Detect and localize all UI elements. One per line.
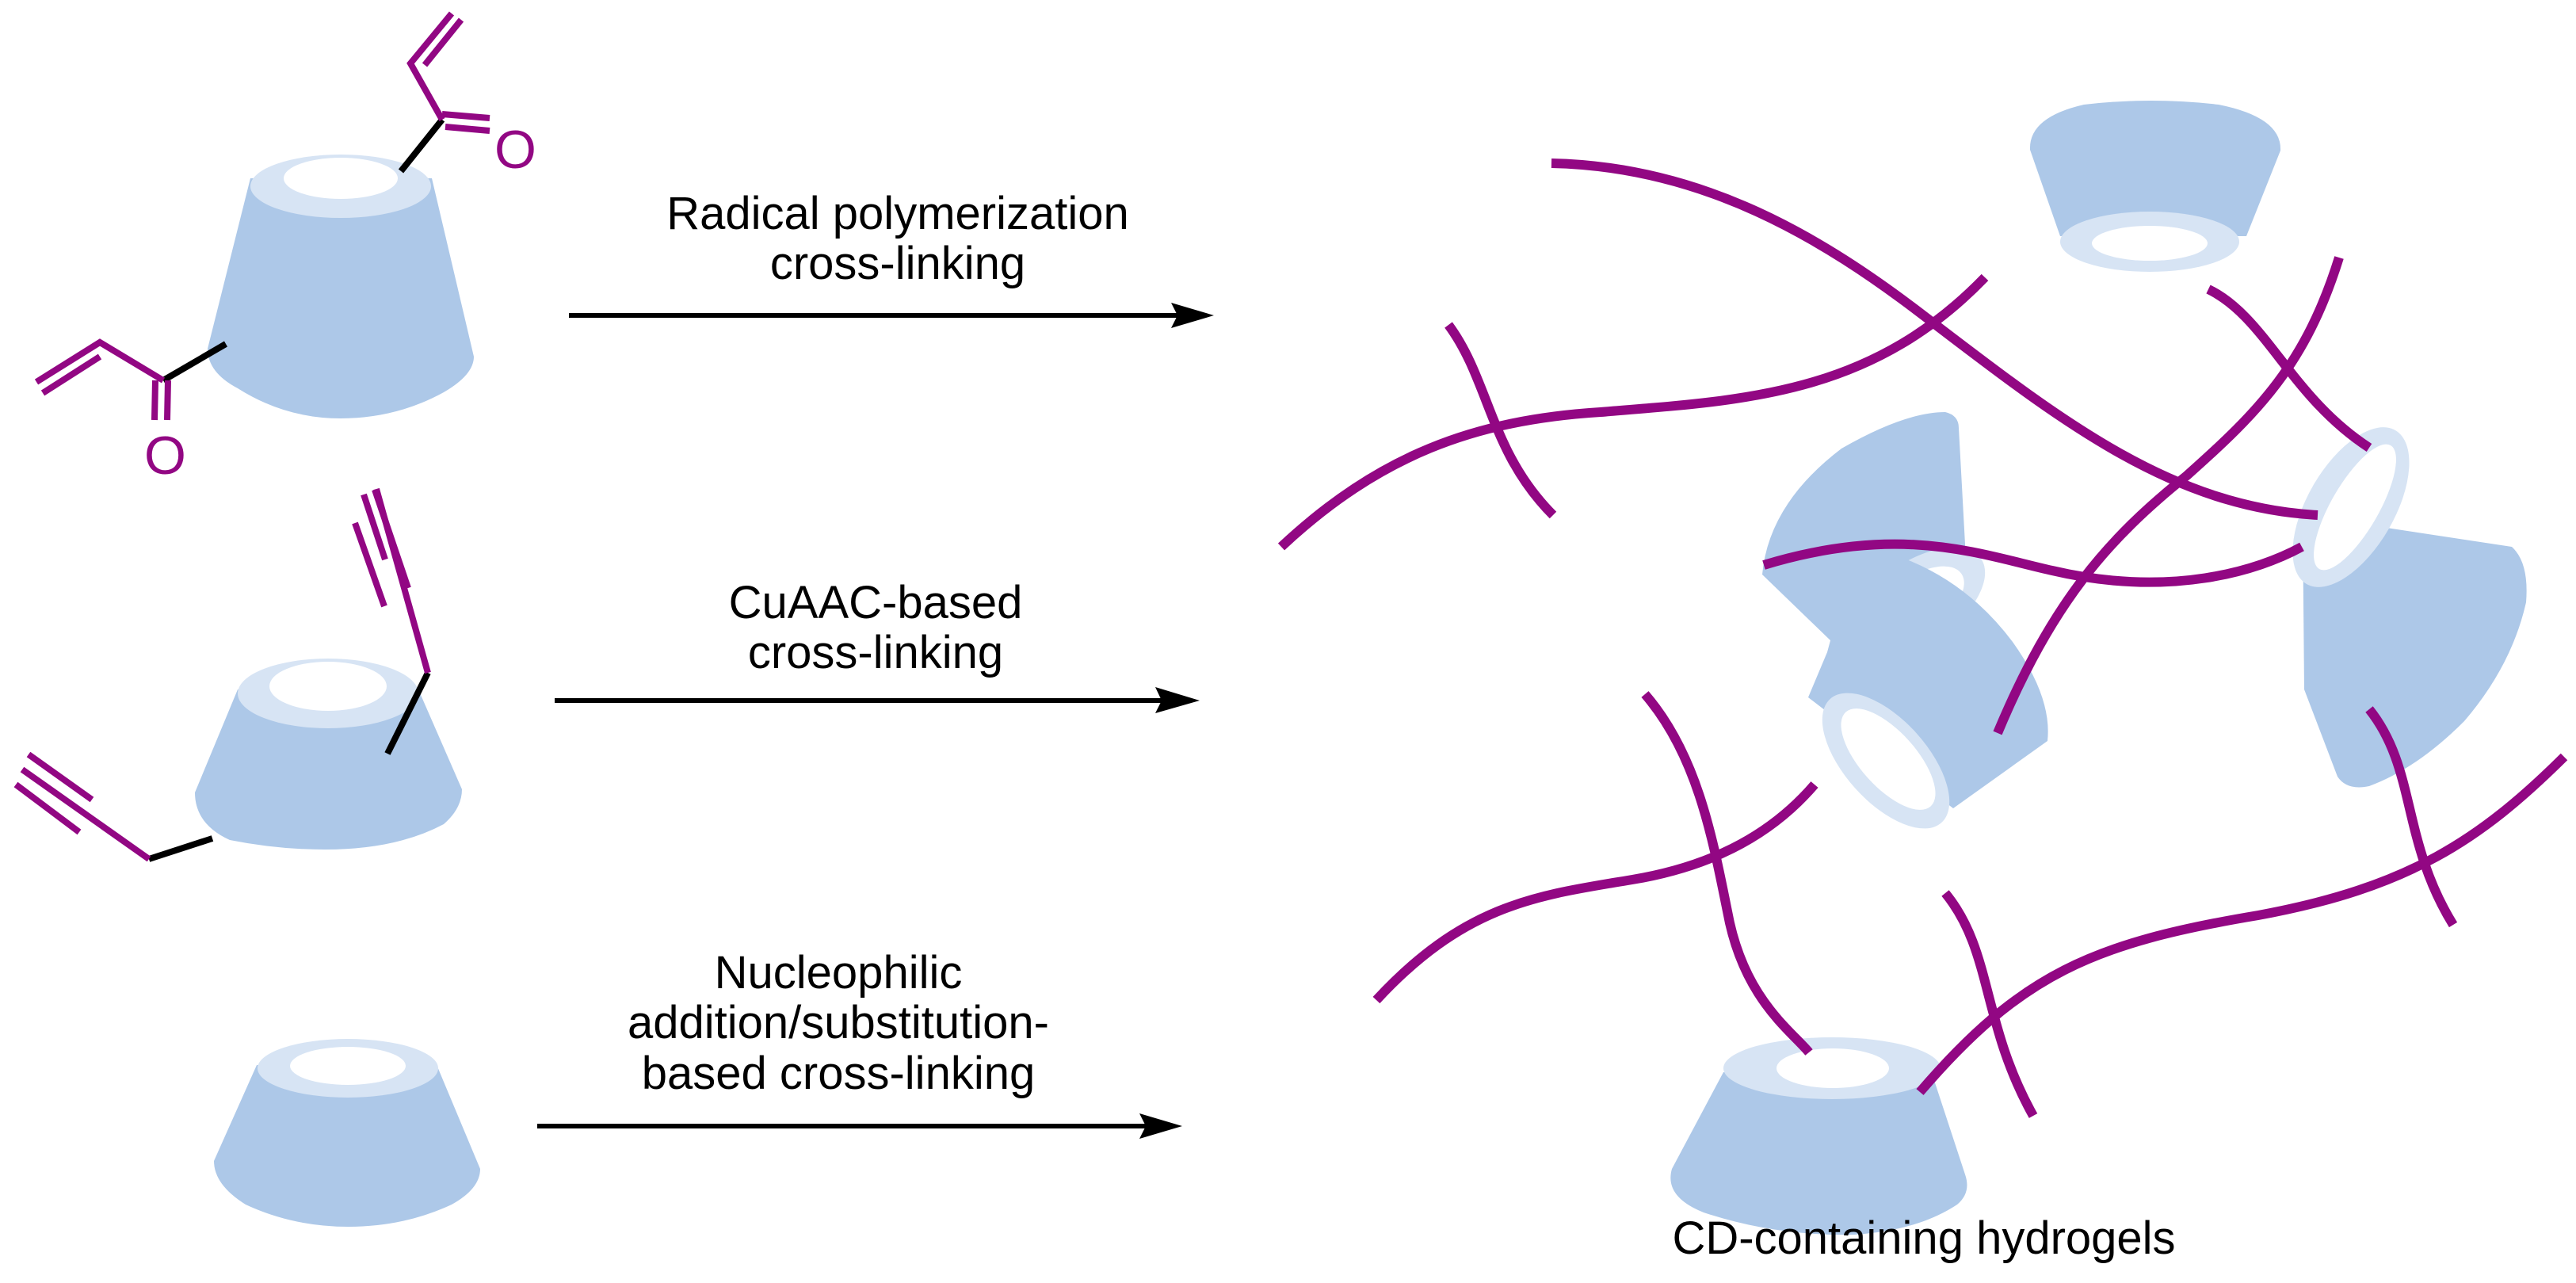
cyclodextrin-icon: [1670, 1037, 1967, 1235]
polymer-chain: [1941, 890, 2038, 1118]
polymer-chain: [2206, 284, 2372, 452]
polymer-chain: [1916, 753, 2568, 1095]
polymer-chain: [1444, 322, 1557, 519]
reaction-label-line: cross-linking: [770, 238, 1025, 289]
polymer-chain: [1551, 158, 2318, 520]
reaction-label-line: based cross-linking: [642, 1048, 1035, 1099]
reaction-label-line: addition/substitution-: [628, 997, 1049, 1048]
oxygen-label: O: [144, 426, 186, 486]
hydrogel-network: CD-containing hydrogels: [1277, 101, 2568, 1264]
polymer-chain: [1372, 781, 1818, 1004]
arrow-head-icon: [1155, 687, 1200, 713]
polymer-chain: [1993, 256, 2344, 735]
reactant-diacrylate-cd: O O: [34, 11, 536, 486]
cyclodextrin-icon: [195, 659, 462, 850]
cyclodextrin-icon: [2292, 427, 2527, 788]
reactant-dialkyne-cd: [13, 487, 462, 862]
reaction-label-line: CuAAC-based: [729, 577, 1023, 628]
cyclodextrin-icon: [1808, 552, 2048, 829]
polymer-chain: [2365, 706, 2458, 928]
polymer-chain: [1762, 539, 2304, 587]
arrow-head-icon: [1171, 303, 1214, 328]
reaction-nucleophilic: Nucleophilic addition/substitution- base…: [537, 947, 1182, 1139]
cyclodextrin-icon: [208, 155, 474, 418]
cyclodextrin-icon: [2029, 101, 2281, 272]
reaction-label-line: Nucleophilic: [715, 947, 963, 999]
reaction-label-line: Radical polymerization: [666, 188, 1128, 239]
reactant-native-cd: [214, 1039, 480, 1227]
product-caption: CD-containing hydrogels: [1672, 1212, 2175, 1264]
reaction-label-line: cross-linking: [748, 627, 1003, 678]
arrow-head-icon: [1139, 1113, 1182, 1139]
polymer-chain: [1641, 691, 1813, 1056]
reaction-cuaac: CuAAC-based cross-linking: [555, 577, 1200, 713]
oxygen-label: O: [494, 120, 536, 180]
cyclodextrin-icon: [214, 1039, 480, 1227]
polymer-chain: [1277, 273, 1989, 551]
reaction-radical: Radical polymerization cross-linking: [569, 188, 1214, 328]
